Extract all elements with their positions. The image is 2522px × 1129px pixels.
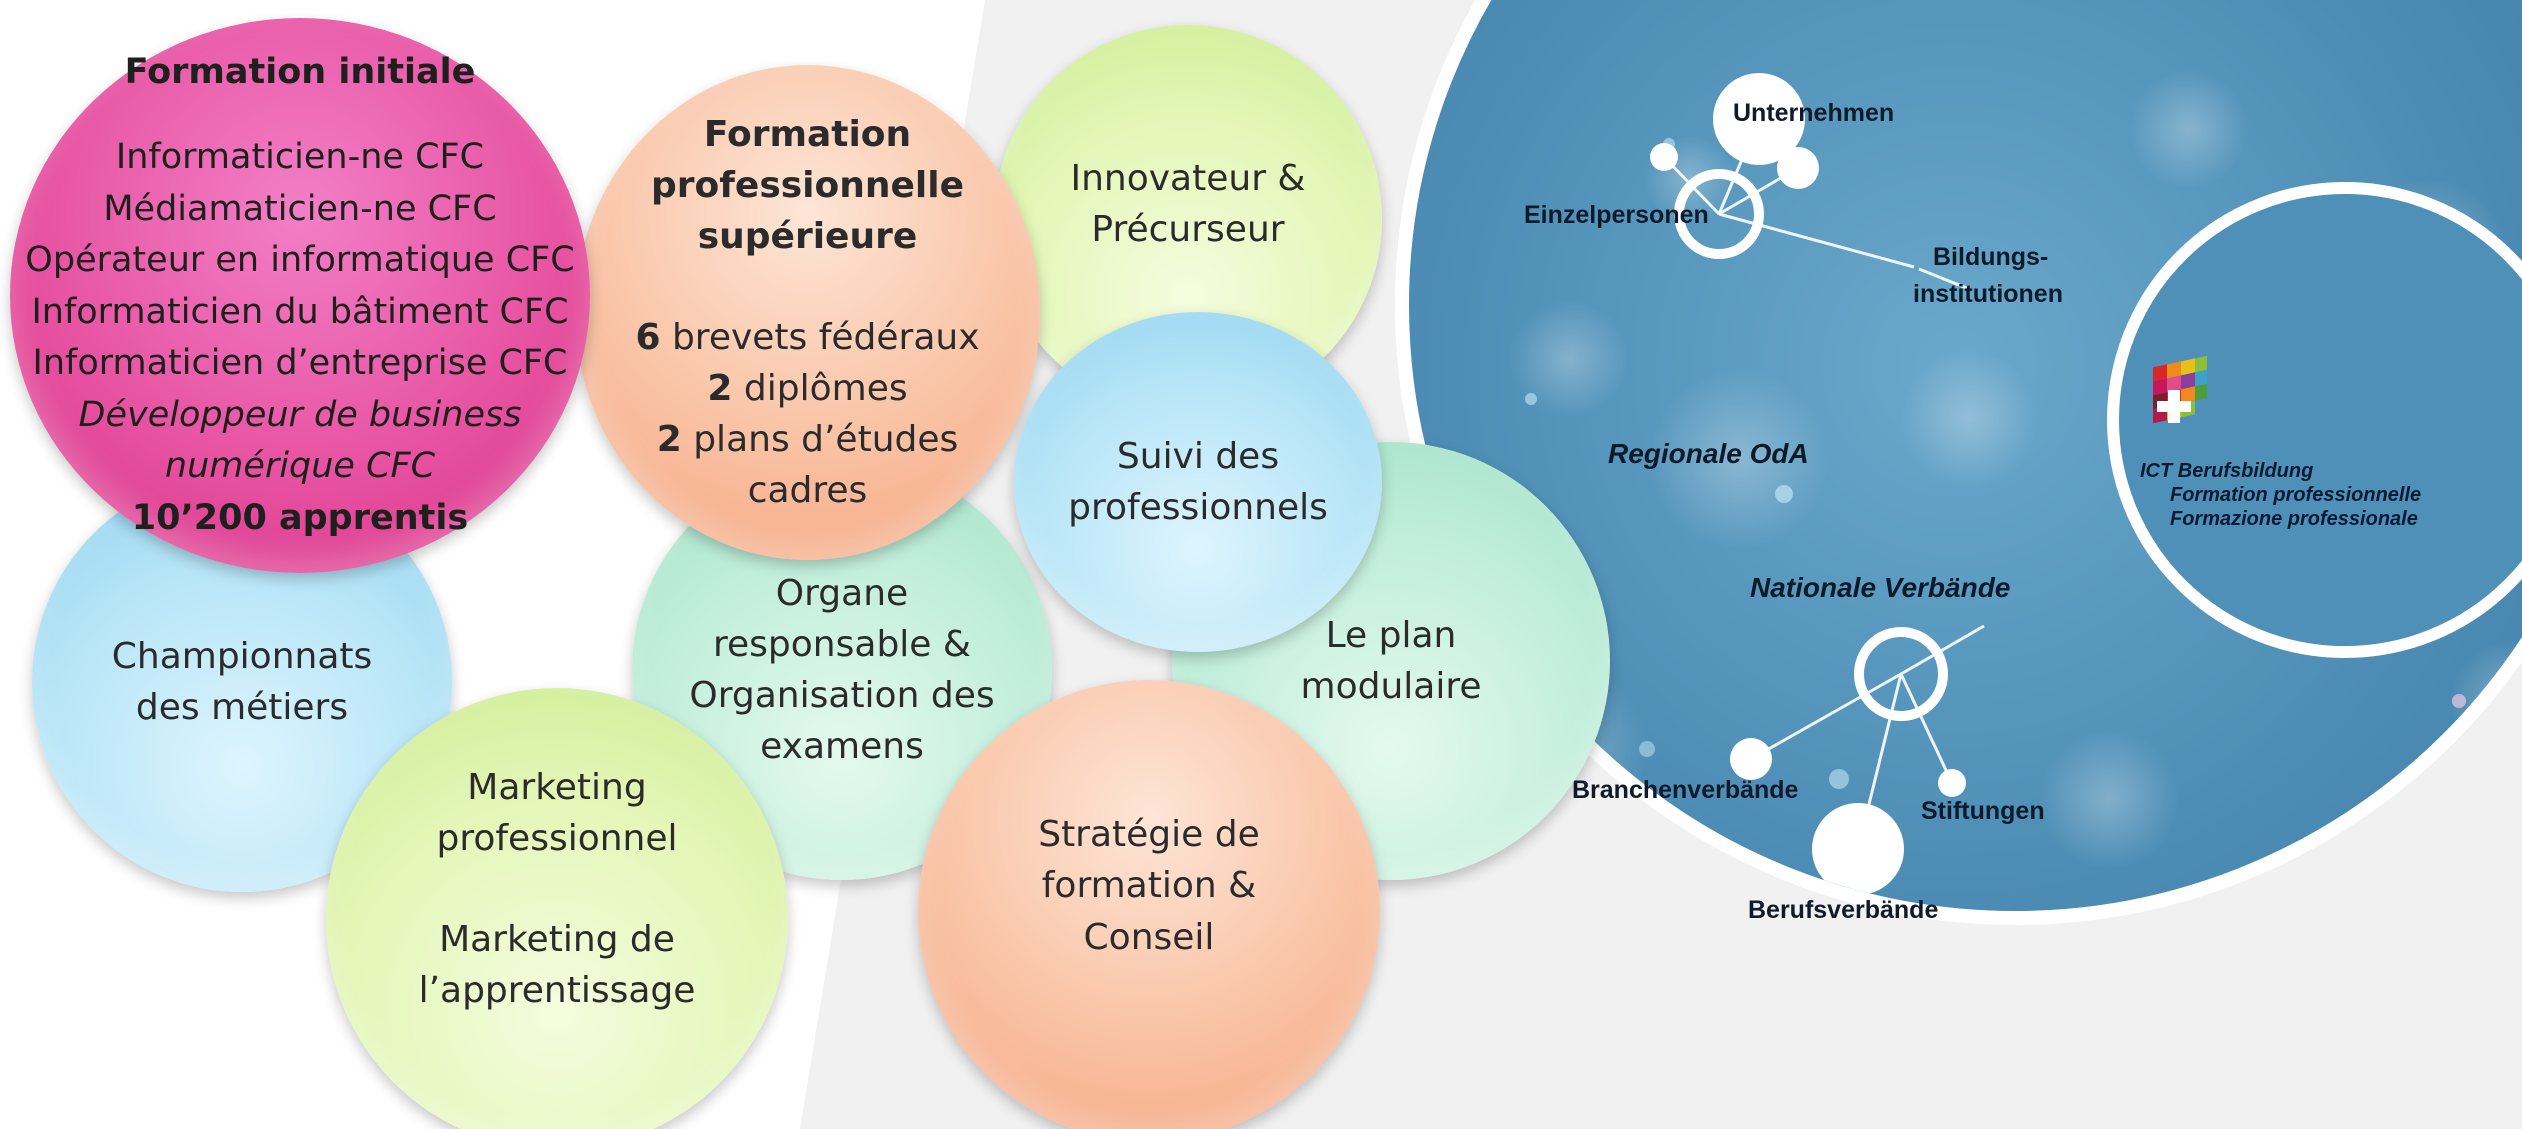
plans-line: 2 plans d’études [656, 419, 959, 461]
bubble-suivi: Suivi des professionnels [1014, 312, 1382, 652]
bubble-marketing: Marketing professionnel Marketing de l’a… [326, 688, 788, 1129]
branchenverbaende-node [1730, 738, 1772, 780]
stiftungen-node [1938, 769, 1966, 797]
ict-berufsbildung-logo [2153, 355, 2207, 424]
branchenverbaende-label: Branchenverbände [1572, 776, 1799, 804]
bildungs-node [1777, 147, 1819, 189]
stiftungen-label: Stiftungen [1921, 797, 2045, 825]
unternehmen-node [1713, 73, 1805, 165]
einzelpersonen-node [1650, 143, 1678, 171]
nationale-hub-ring [1854, 627, 1948, 721]
berufsverbaende-label: Berufsverbände [1748, 896, 1939, 924]
diplomes-line: 2 diplômes [707, 368, 908, 410]
regionale-hub-ring [1674, 169, 1764, 259]
regionale-oda-label: Regionale OdA [1608, 438, 1809, 469]
bubble-formation-superieure: Formation professionnelle supérieure 6 b… [575, 65, 1040, 560]
nationale-verbaende-label: Nationale Verbände [1750, 572, 2011, 603]
brevets-line: 6 brevets fédéraux [635, 316, 980, 358]
ict-logo-text-line3: Formazione professionale [2170, 508, 2418, 530]
ict-logo-text-line2: Formation professionnelle [2170, 484, 2422, 506]
bildungs-label-line2: institutionen [1913, 280, 2063, 308]
ict-ring [2107, 182, 2522, 658]
einzelpersonen-label: Einzelpersonen [1524, 201, 1709, 229]
ict-logo-text-line1: ICT Berufsbildung [2140, 460, 2314, 482]
bildungs-label-line1: Bildungs- [1933, 243, 2049, 271]
berufsverbaende-node [1812, 803, 1904, 895]
bubble-formation-initiale: Formation initiale Informaticien-ne CFC … [10, 18, 590, 573]
unternehmen-label: Unternehmen [1733, 99, 1895, 127]
bubble-strategie: Stratégie de formation & Conseil [918, 680, 1380, 1129]
